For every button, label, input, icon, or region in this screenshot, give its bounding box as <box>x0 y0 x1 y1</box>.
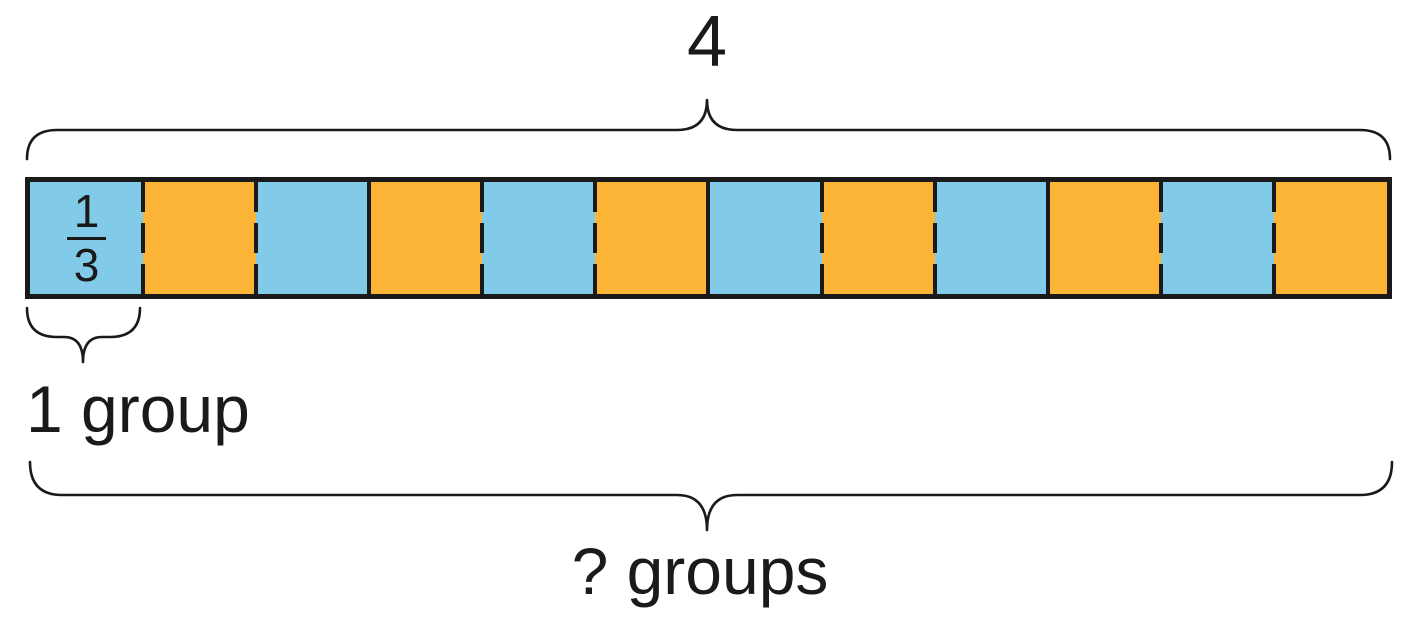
bar-segment-blue <box>482 182 598 294</box>
segment-separator-solid <box>706 182 711 294</box>
bar-segment-orange <box>1047 182 1163 294</box>
question-groups-label: ? groups <box>571 534 829 608</box>
fraction-label: 1 3 <box>30 182 143 294</box>
bar-segment-blue <box>708 182 824 294</box>
segment-separator-dashed <box>254 182 259 294</box>
bar-segment-blue <box>934 182 1050 294</box>
segment-separator-dashed <box>819 182 824 294</box>
bar-segment-orange <box>143 182 259 294</box>
tape-bar <box>25 177 1392 299</box>
bar-segment-blue <box>1160 182 1276 294</box>
bar-segment-blue <box>256 182 372 294</box>
segment-separator-solid <box>367 182 372 294</box>
bar-segment-orange <box>369 182 485 294</box>
segment-separator-dashed <box>480 182 485 294</box>
segment-separator-dashed <box>1158 182 1163 294</box>
segment-separator-dashed <box>141 182 146 294</box>
one-group-label: 1 group <box>26 372 250 446</box>
segment-separator-dashed <box>1271 182 1276 294</box>
one-group-brace <box>25 306 142 364</box>
question-groups-brace <box>28 460 1394 532</box>
bar-segment-orange <box>595 182 711 294</box>
top-brace <box>25 98 1392 161</box>
fraction-numerator: 1 <box>66 187 107 240</box>
total-label: 4 <box>686 2 728 82</box>
segment-separator-dashed <box>932 182 937 294</box>
segment-separator-solid <box>1045 182 1050 294</box>
bar-segment-orange <box>1273 182 1387 294</box>
bar-segment-orange <box>821 182 937 294</box>
segment-separator-dashed <box>593 182 598 294</box>
fraction-denominator: 3 <box>73 238 100 291</box>
